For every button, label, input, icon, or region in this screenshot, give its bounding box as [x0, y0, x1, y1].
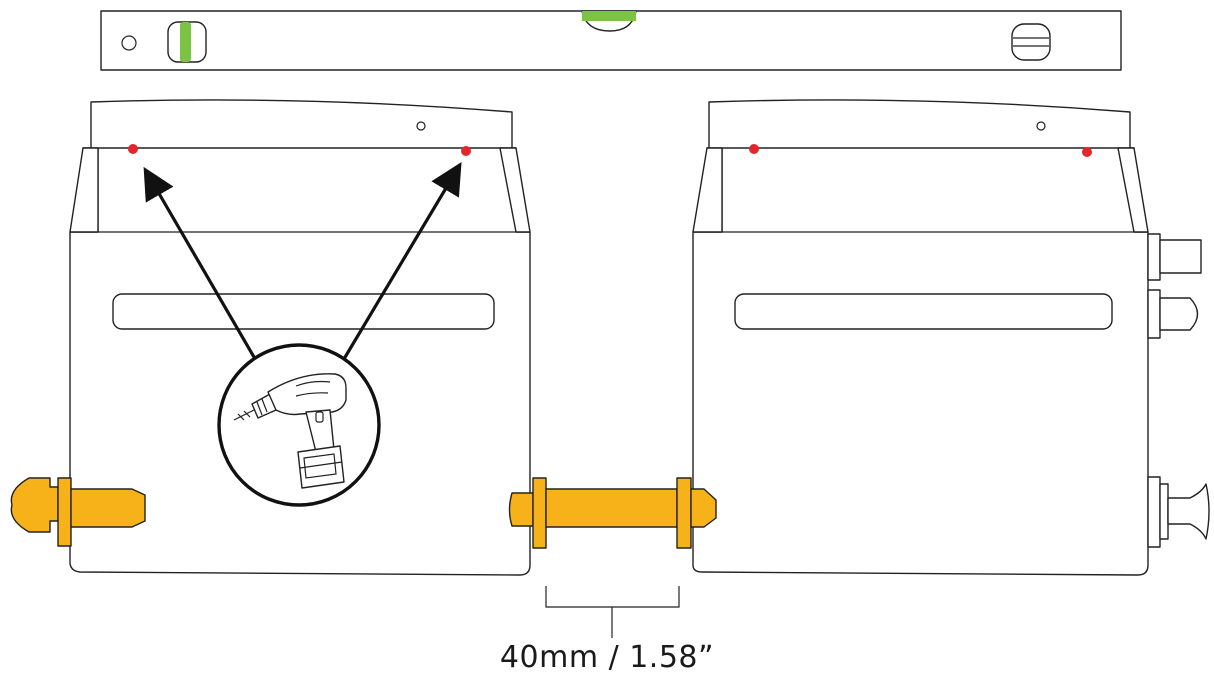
left-holder-slot	[112, 293, 495, 330]
right-holder	[692, 99, 1210, 576]
right-arrow-icon	[339, 162, 462, 365]
level-hanging-hole	[121, 35, 137, 51]
cordless-drill-icon	[217, 343, 381, 507]
right-middle-connector	[1147, 289, 1199, 339]
dimension-bracket	[545, 586, 680, 638]
spirit-level-icon	[100, 10, 1122, 71]
left-spacer-pin	[10, 477, 146, 547]
level-vertical-bubble	[180, 22, 191, 62]
right-hole-marker-2	[1082, 147, 1092, 157]
level-handle-slot	[1011, 23, 1051, 61]
level-top-bubble	[582, 11, 636, 21]
left-holder-screw-hole	[416, 121, 426, 131]
left-hole-marker-1	[128, 144, 138, 154]
right-hole-marker-1	[749, 144, 759, 154]
right-holder-screw-hole	[1036, 121, 1046, 131]
dimension-label: 40mm / 1.58”	[499, 640, 715, 675]
left-hole-marker-2	[461, 146, 471, 156]
left-arrow-icon	[143, 166, 260, 365]
right-holder-slot	[734, 293, 1113, 330]
right-top-connector	[1147, 233, 1202, 281]
right-bottom-connector	[1147, 476, 1210, 548]
middle-spacer-pin	[508, 477, 717, 549]
